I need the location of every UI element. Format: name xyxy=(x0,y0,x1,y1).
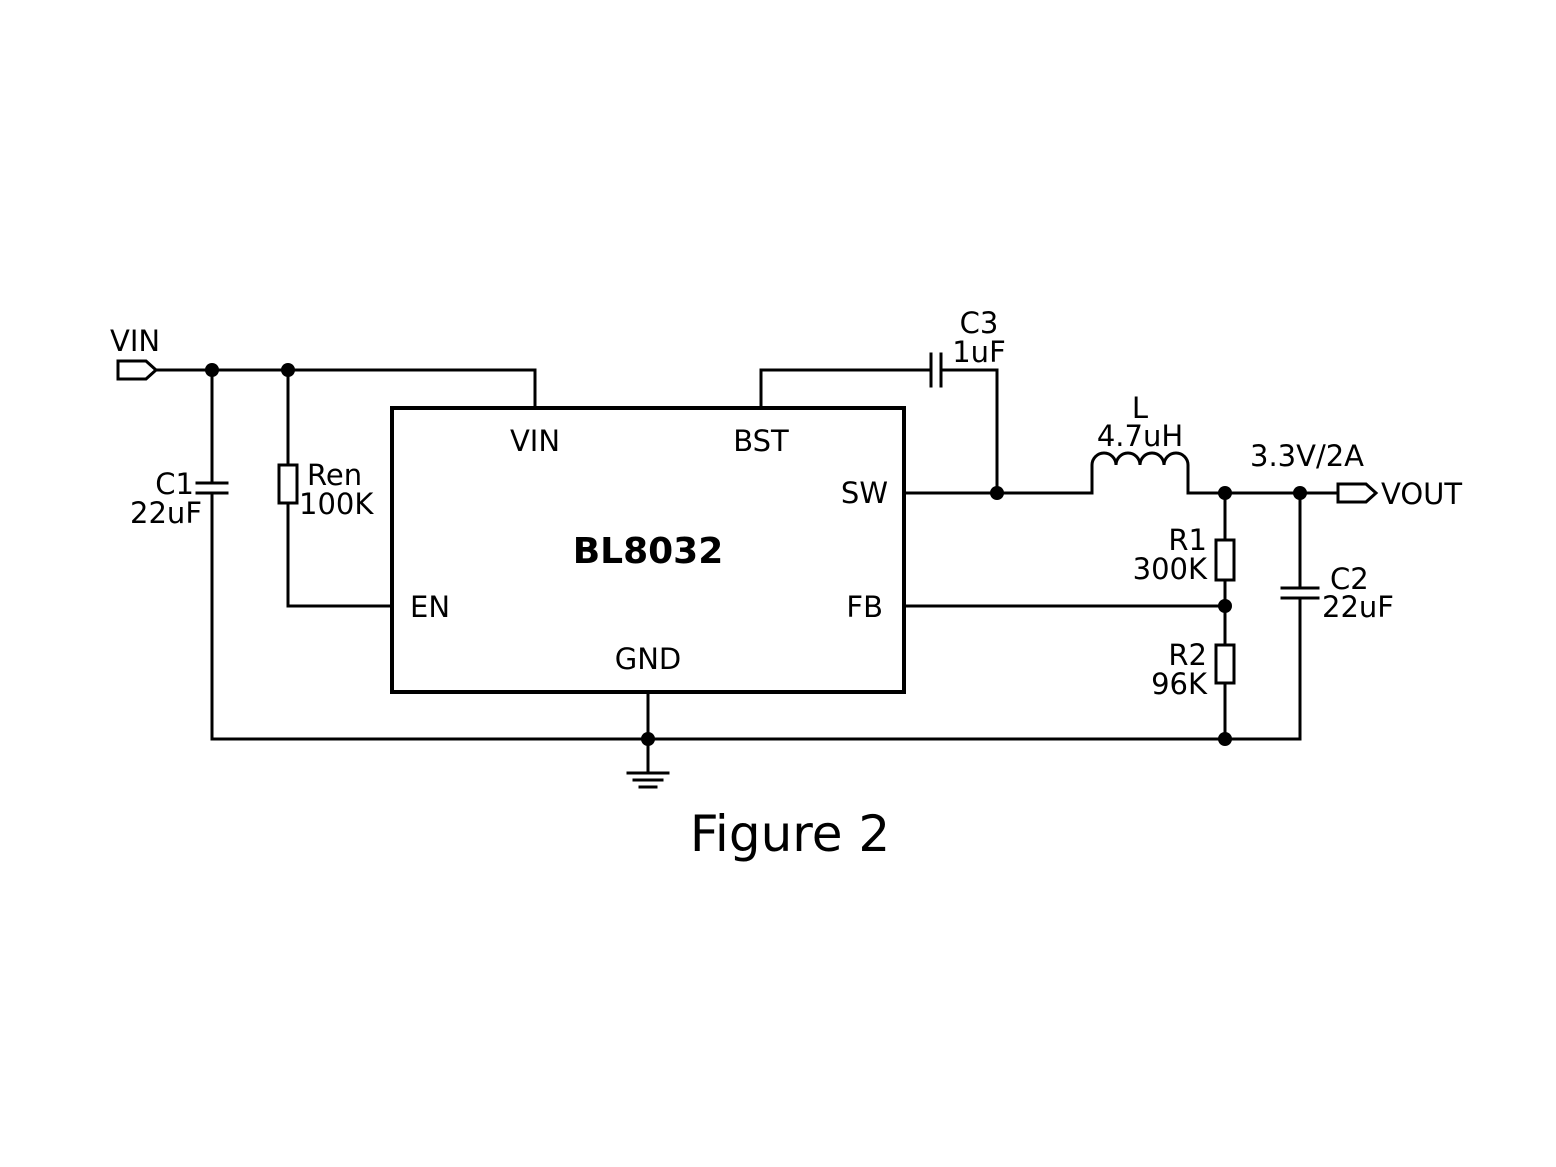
junction-out-r1 xyxy=(1218,486,1232,500)
c2-value: 22uF xyxy=(1322,590,1394,624)
inductor-l: L 4.7uH xyxy=(1090,391,1190,495)
junction-out-c2 xyxy=(1293,486,1307,500)
wire-ren-to-en xyxy=(286,501,394,608)
pin-label-bst: BST xyxy=(733,424,789,458)
r2-ref: R2 xyxy=(1168,638,1207,672)
ic-bl8032: BL8032 VIN BST SW EN FB GND xyxy=(390,406,906,694)
junction-sw-c3 xyxy=(990,486,1004,500)
capacitor-c3: C3 1uF xyxy=(929,306,1006,388)
ren-body xyxy=(277,463,299,505)
c1-ref: C1 xyxy=(155,467,194,501)
c3-ref: C3 xyxy=(960,306,999,340)
junction-vin-ren xyxy=(281,363,295,377)
wire-bst-to-c3 xyxy=(759,368,933,410)
wires xyxy=(153,368,1340,773)
junction-fb-divider xyxy=(1218,599,1232,613)
pin-label-vin: VIN xyxy=(510,424,560,458)
capacitor-c2: C2 22uF xyxy=(1280,562,1394,624)
port-vin-symbol xyxy=(116,359,159,381)
junction-gnd-r2 xyxy=(1218,732,1232,746)
port-vout-label: VOUT xyxy=(1381,477,1462,511)
r1-ref: R1 xyxy=(1168,523,1207,557)
pin-label-gnd: GND xyxy=(615,642,682,676)
resistor-r2: R2 96K xyxy=(1151,638,1236,701)
figure-caption: Figure 2 xyxy=(690,805,890,863)
l-value: 4.7uH xyxy=(1097,419,1183,453)
port-vout-symbol xyxy=(1336,482,1379,504)
resistor-r1: R1 300K xyxy=(1133,523,1236,586)
c2-ref: C2 xyxy=(1330,562,1369,596)
r1-body xyxy=(1214,538,1236,582)
port-vin-label: VIN xyxy=(110,324,160,358)
ground-icon xyxy=(626,771,670,789)
r2-value: 96K xyxy=(1151,667,1208,701)
port-vout: VOUT xyxy=(1336,477,1462,511)
capacitor-c1: C1 22uF xyxy=(130,467,229,530)
pin-label-fb: FB xyxy=(846,590,883,624)
output-rating-label: 3.3V/2A xyxy=(1250,439,1364,473)
inductor-coil xyxy=(1090,451,1190,495)
junctions xyxy=(205,363,1307,746)
l-ref: L xyxy=(1132,391,1148,425)
ic-name: BL8032 xyxy=(573,531,724,572)
junction-gnd-ic xyxy=(641,732,655,746)
c3-value: 1uF xyxy=(952,335,1006,369)
port-vin: VIN xyxy=(110,324,160,381)
c1-value: 22uF xyxy=(130,496,202,530)
pin-label-en: EN xyxy=(410,590,450,624)
ren-value: 100K xyxy=(299,487,374,521)
ren-ref: Ren xyxy=(307,458,362,492)
wire-c3-to-sw xyxy=(939,368,999,495)
junction-vin-c1 xyxy=(205,363,219,377)
ic-body xyxy=(390,406,906,694)
r2-body xyxy=(1214,643,1236,685)
r1-value: 300K xyxy=(1133,552,1208,586)
pin-label-sw: SW xyxy=(841,476,888,510)
resistor-ren: Ren 100K xyxy=(277,458,374,521)
